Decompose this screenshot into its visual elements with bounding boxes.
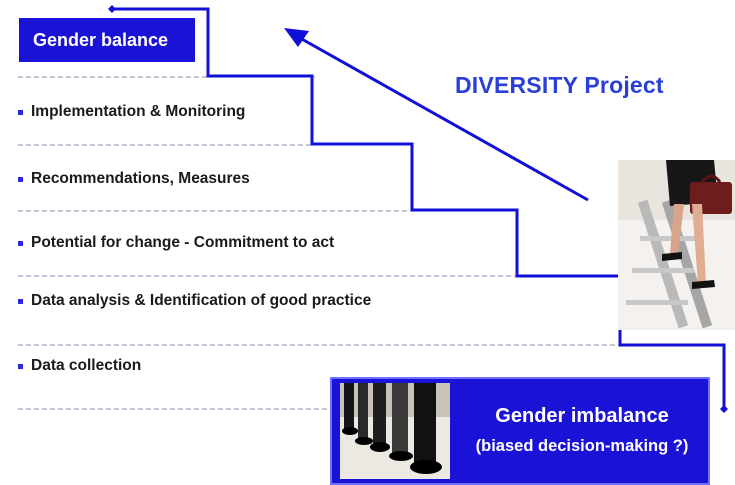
- row-of-shoes-photo: [340, 383, 450, 479]
- step-item: Data collection: [18, 357, 141, 375]
- office-worker-climbing-ladder-photo: [618, 160, 735, 330]
- step-item: Implementation & Monitoring: [18, 103, 245, 121]
- bullet-icon: [18, 363, 23, 369]
- step-item: Potential for change - Commitment to act: [18, 234, 334, 252]
- gender-imbalance-title: Gender imbalance: [495, 405, 669, 427]
- step-label: Potential for change - Commitment to act: [31, 234, 335, 251]
- bullet-icon: [18, 240, 23, 246]
- gender-balance-label: Gender balance: [33, 29, 169, 50]
- separator-lines: [18, 76, 620, 410]
- gender-balance-box: Gender balance: [19, 18, 195, 62]
- progress-arrow-head: [284, 28, 309, 47]
- step-label: Recommendations, Measures: [31, 170, 250, 187]
- gender-imbalance-box: Gender imbalance (biased decision-making…: [330, 377, 710, 485]
- stair-top-diamond: [108, 5, 116, 13]
- bullet-icon: [18, 176, 23, 182]
- gender-imbalance-subtitle: (biased decision-making ?): [475, 437, 689, 455]
- project-title: DIVERSITY Project: [455, 72, 664, 98]
- bullet-icon: [18, 109, 23, 115]
- progress-arrow-shaft: [299, 36, 589, 202]
- step-label: Data analysis & Identification of good p…: [31, 292, 372, 309]
- step-label: Implementation & Monitoring: [31, 103, 246, 120]
- staircase-line: [112, 7, 726, 409]
- stair-bottom-diamond: [720, 405, 728, 413]
- step-item: Data analysis & Identification of good p…: [18, 292, 371, 310]
- step-item: Recommendations, Measures: [18, 170, 250, 188]
- bullet-icon: [18, 298, 23, 304]
- step-label: Data collection: [31, 357, 142, 374]
